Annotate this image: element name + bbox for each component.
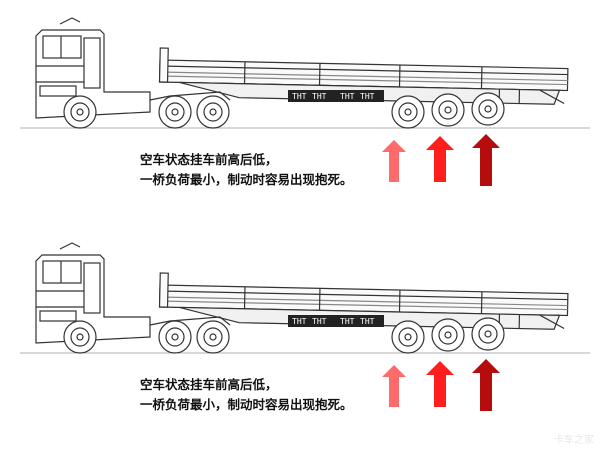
arrow-axle-2 — [426, 136, 454, 182]
plate-text: THT — [340, 317, 355, 326]
panel-empty-load-top: THT THT THT THT 空车状态挂车前高后低， 一桥负荷最小，制动时容易… — [20, 17, 590, 190]
caption: 空车状态挂车前高后低， 一桥负荷最小，制动时容易出现抱死。 — [140, 150, 390, 190]
tractor-cab — [35, 17, 231, 119]
watermark: 卡车之家 — [554, 435, 594, 446]
trailer-plates: THT THT THT THT — [288, 315, 384, 327]
plate-text: THT — [360, 317, 375, 326]
caption: 空车状态挂车前高后低， 一桥负荷最小，制动时容易出现抱死。 — [140, 375, 390, 415]
arrow-axle-1 — [382, 365, 406, 407]
caption-line-1: 空车状态挂车前高后低， — [140, 152, 278, 167]
arrow-axle-1 — [382, 140, 406, 182]
plate-text: THT — [312, 92, 327, 101]
trailer-bed — [158, 47, 569, 105]
axle-load-arrows — [382, 134, 500, 186]
tractor-cab — [35, 242, 231, 344]
tractor-axles — [63, 95, 230, 129]
panel-empty-load-bottom: THT THT THT THT 空车状态挂车前高后低， 一桥负荷最小，制动时容易… — [0, 225, 600, 450]
axle-load-arrows — [382, 359, 500, 411]
arrow-axle-3 — [472, 134, 500, 186]
plate-text: THT — [360, 92, 375, 101]
arrow-axle-3 — [472, 359, 500, 411]
arrow-axle-2 — [426, 361, 454, 407]
trailer-axles — [391, 92, 505, 129]
plate-text: THT — [292, 317, 307, 326]
plate-text: THT — [340, 92, 355, 101]
caption-line-2: 一桥负荷最小，制动时容易出现抱死。 — [140, 397, 353, 412]
plate-text: THT — [292, 92, 307, 101]
tractor-axles — [63, 320, 230, 354]
caption-line-2: 一桥负荷最小，制动时容易出现抱死。 — [140, 172, 353, 187]
semi-trailer-truck-drawing: THT THT THT THT — [20, 17, 590, 129]
caption-line-1: 空车状态挂车前高后低， — [140, 377, 278, 392]
semi-trailer-truck-drawing: THT THT THT THT — [20, 242, 590, 354]
trailer-plates: THT THT THT THT — [288, 90, 384, 102]
trailer-axles — [391, 317, 505, 354]
plate-text: THT — [312, 317, 327, 326]
